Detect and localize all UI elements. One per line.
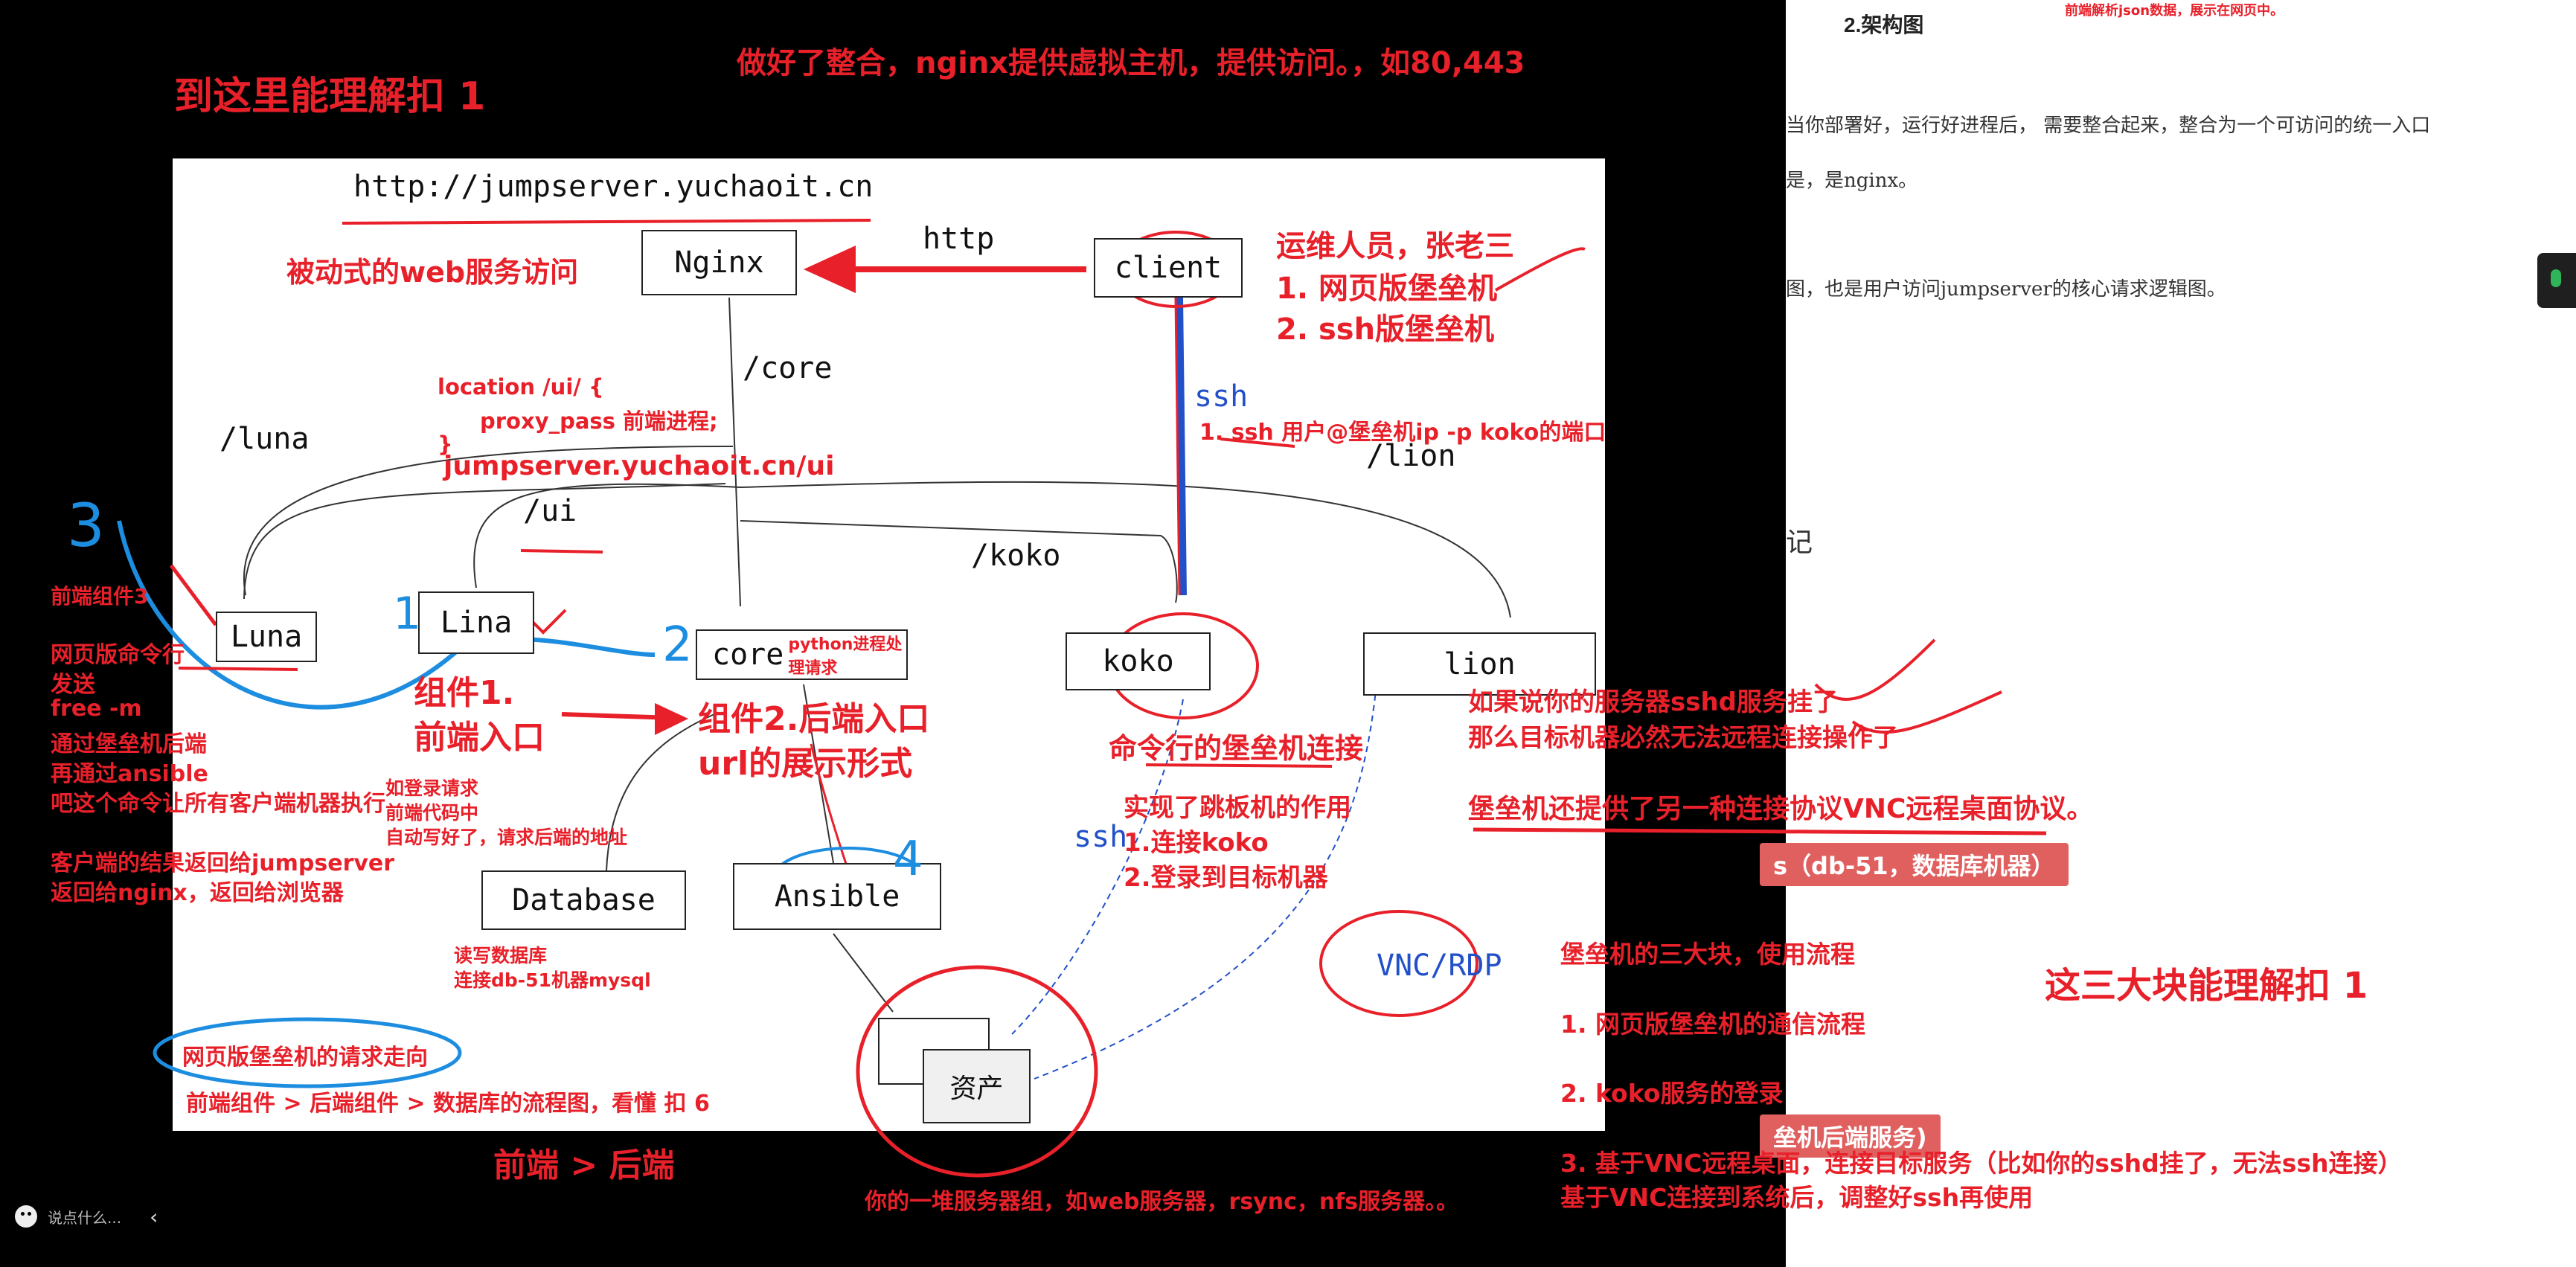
node-core: core python进程处理请求	[696, 629, 908, 680]
note-loc-1: location /ui/ {	[438, 374, 604, 400]
node-core-label: core	[712, 638, 784, 672]
board-url: http://jumpserver.yuchaoit.cn	[353, 170, 874, 204]
comment-input[interactable]: 说点什么...	[48, 1208, 122, 1227]
note-left-4: free -m	[51, 696, 142, 722]
note-db-b: 连接db-51机器mysql	[454, 969, 651, 991]
note-flow-summary: 前端组件 > 后端组件 > 数据库的流程图，看懂 扣 6	[186, 1091, 710, 1117]
note-sshd-a: 如果说你的服务器sshd服务挂了	[1468, 687, 1839, 717]
node-asset: 资产	[923, 1049, 1031, 1123]
note-left-3: 发送	[51, 672, 95, 698]
doc-partial: 记	[1786, 527, 1813, 558]
emoji-icon[interactable]	[15, 1205, 37, 1228]
note-left-6: 再通过ansible	[51, 761, 208, 787]
note-login-b: 前端代码中	[385, 802, 479, 824]
note-login-c: 自动写好了，请求后端的地址	[385, 827, 628, 848]
note-vnc: 堡垒机还提供了另一种连接协议VNC远程桌面协议。	[1468, 794, 2094, 824]
note-jump-c: 2.登录到目标机器	[1124, 863, 1328, 893]
route-koko: /koko	[971, 539, 1061, 573]
note-top-center: 做好了整合，nginx提供虚拟主机，提供访问。，如80,443	[737, 46, 1525, 80]
circle-2: 2	[662, 618, 693, 673]
note-ssh-cmd: 1. ssh 用户@堡垒机ip -p koko的端口	[1199, 420, 1606, 446]
note-jump-b: 1.连接koko	[1124, 828, 1269, 858]
route-ui: /ui	[523, 494, 577, 528]
circle-1: 1	[393, 588, 422, 640]
note-fe-be: 前端 > 后端	[493, 1146, 675, 1184]
circle-4: 4	[893, 832, 923, 887]
comment-bar[interactable]: 说点什么... ‹	[15, 1194, 158, 1239]
note-cli-koko: 命令行的堡垒机连接	[1109, 732, 1364, 765]
note-comp1-a: 组件1.	[414, 674, 515, 712]
core-python-note: python进程处理请求	[788, 635, 903, 678]
note-web-flow: 网页版堡垒机的请求走向	[182, 1045, 428, 1071]
note-servers: 你的一堆服务器组，如web服务器，rsync，nfs服务器。。	[865, 1189, 1459, 1215]
note-login-a: 如登录请求	[385, 777, 479, 799]
node-database: Database	[481, 870, 686, 930]
note-loc-2: proxy_pass 前端进程;	[480, 408, 718, 434]
route-ssh-top: ssh	[1194, 379, 1249, 414]
note-ops-3: 2. ssh版堡垒机	[1276, 312, 1495, 347]
note-sshd-b: 那么目标机器必然无法远程连接操作了	[1468, 723, 1898, 753]
note-left-1: 前端组件3	[51, 584, 149, 609]
note-jump-a: 实现了跳板机的作用	[1124, 793, 1351, 823]
doc-top-note: 前端解析json数据，展示在网页中。	[2065, 3, 2284, 19]
note-left-9: 返回给nginx，返回给浏览器	[51, 880, 344, 906]
route-vnc: VNC/RDP	[1377, 949, 1502, 983]
route-lion: /lion	[1366, 439, 1456, 473]
doc-heading: 2.架构图	[1844, 13, 1924, 36]
note-passive-web: 被动式的web服务访问	[286, 256, 579, 289]
node-luna: Luna	[216, 612, 317, 662]
note-left-7: 吧这个命令让所有客户端机器执行	[51, 791, 385, 817]
mic-button[interactable]	[2537, 253, 2576, 308]
route-luna: /luna	[220, 422, 310, 456]
doc-line-2: 是，是nginx。	[1786, 170, 1918, 192]
note-comp1-b: 前端入口	[414, 719, 545, 757]
doc-pill-db: s（db-51，数据库机器）	[1760, 843, 2069, 886]
node-koko: koko	[1066, 632, 1211, 690]
document-panel	[1786, 0, 2576, 1267]
route-ssh-bottom: ssh	[1074, 820, 1128, 854]
note-left-2: 网页版命令行	[51, 642, 185, 668]
note-ops-1: 运维人员，张老三	[1276, 229, 1514, 263]
doc-pill-backend: 垒机后端服务)	[1760, 1114, 1941, 1158]
node-lion: lion	[1363, 632, 1596, 696]
route-core: /core	[743, 351, 833, 385]
note-left-8: 客户端的结果返回给jumpserver	[51, 850, 395, 876]
node-nginx: Nginx	[641, 230, 797, 295]
node-ansible: Ansible	[733, 863, 941, 930]
mic-icon	[2551, 269, 2561, 287]
node-client: client	[1094, 238, 1243, 298]
note-three-b: 1. 网页版堡垒机的通信流程	[1560, 1010, 1865, 1039]
circle-3: 3	[67, 491, 105, 560]
node-lina: Lina	[418, 591, 534, 654]
doc-line-3: 图，也是用户访问jumpserver的核心请求逻辑图。	[1786, 278, 2226, 301]
chevron-left-icon[interactable]: ‹	[150, 1204, 158, 1229]
note-comp2-a: 组件2.后端入口	[698, 700, 930, 738]
note-ops-2: 1. 网页版堡垒机	[1276, 272, 1497, 306]
note-loc-3: }	[438, 432, 453, 457]
note-three-e: 基于VNC连接到系统后，调整好ssh再使用	[1560, 1183, 2034, 1212]
note-db-a: 读写数据库	[454, 945, 548, 966]
note-three-d: 3. 基于VNC远程桌面，连接目标服务（比如你的sshd挂了，无法ssh连接）	[1560, 1149, 2403, 1178]
note-three-a: 堡垒机的三大块，使用流程	[1560, 940, 1855, 969]
note-jump-ui: jumpserver.yuchaoit.cn/ui	[443, 451, 835, 481]
note-comp2-b: url的展示形式	[698, 745, 913, 783]
note-top-title: 到这里能理解扣 1	[174, 74, 486, 119]
doc-line-1: 当你部署好，运行好进程后， 需要整合起来，整合为一个可访问的统一入口	[1786, 115, 2431, 137]
note-three-title: 这三大块能理解扣 1	[2045, 965, 2368, 1007]
note-left-5: 通过堡垒机后端	[51, 731, 207, 757]
route-http: http	[923, 222, 995, 256]
note-three-c: 2. koko服务的登录	[1560, 1079, 1784, 1108]
